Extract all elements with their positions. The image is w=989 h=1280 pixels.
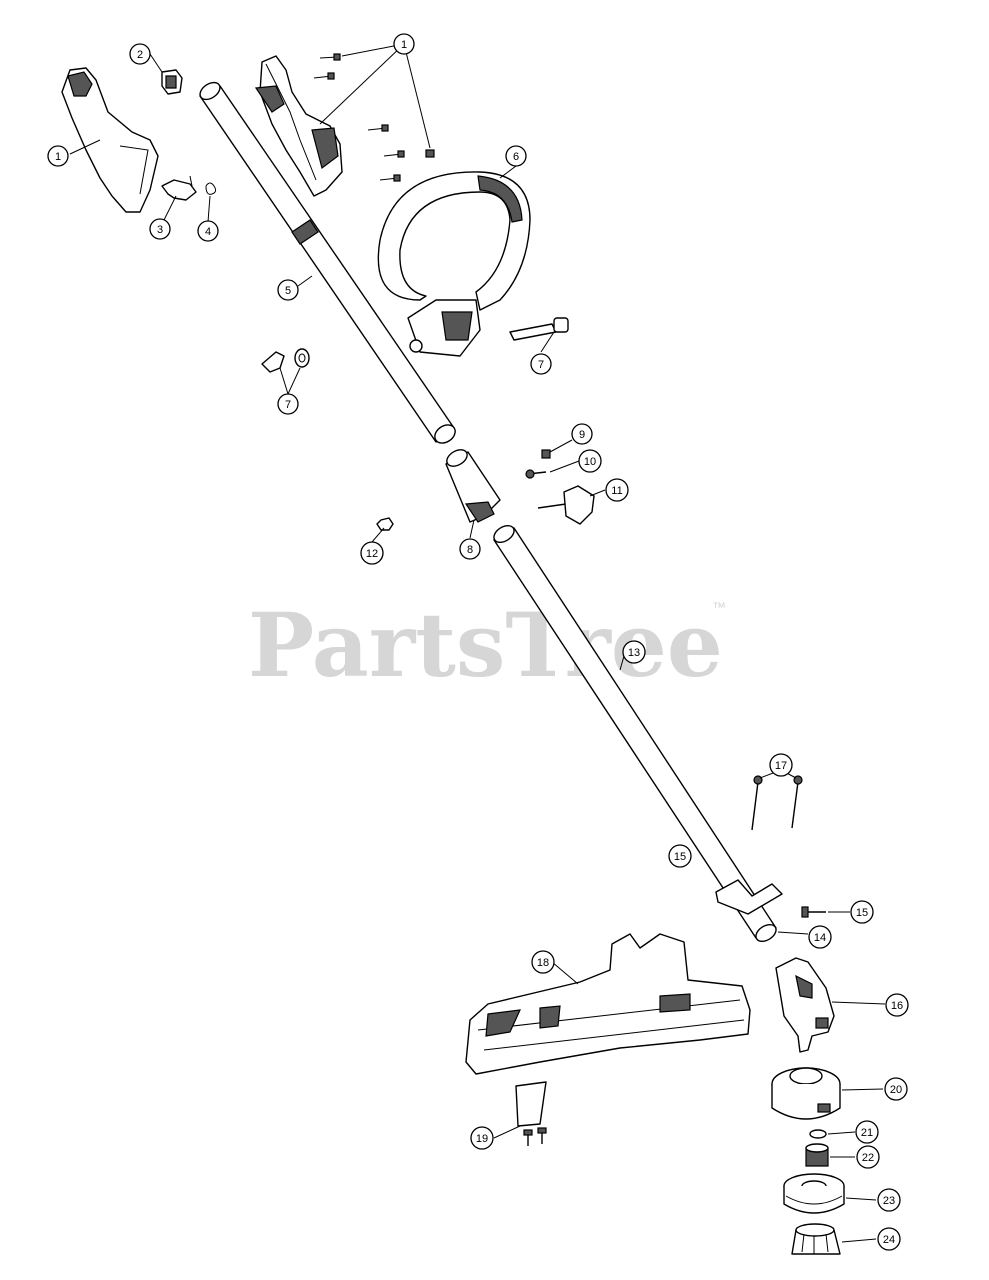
callout-5-label: 5 — [285, 285, 291, 297]
spool-spring — [805, 1143, 829, 1167]
callout-6-label: 6 — [513, 151, 519, 163]
shaft-coupler — [445, 449, 501, 523]
callout-22-label: 22 — [862, 1152, 874, 1164]
lower-shaft — [493, 524, 777, 943]
callout-19: 19 — [470, 1126, 494, 1150]
d-handle — [377, 171, 531, 357]
callout-13: 13 — [622, 640, 646, 664]
callout-4-label: 4 — [205, 226, 211, 238]
watermark-text: PartsTree — [248, 593, 723, 697]
screw-4 — [383, 150, 405, 158]
callout-24-label: 24 — [883, 1234, 895, 1246]
watermark-trademark: ™ — [712, 599, 726, 615]
callout-22: 22 — [856, 1145, 880, 1169]
callout-12: 12 — [360, 541, 384, 565]
switch-block — [161, 69, 183, 95]
callout-15-label: 15 — [674, 851, 686, 863]
line-cutter-blade — [515, 1081, 547, 1146]
spool-housing — [771, 1067, 841, 1120]
callout-17: 17 — [769, 753, 793, 777]
callout-7-label: 7 — [538, 359, 544, 371]
screw-5 — [379, 174, 401, 182]
handle-knob-washer — [261, 348, 310, 373]
callout-1-label: 1 — [401, 39, 407, 51]
callout-23: 23 — [877, 1188, 901, 1212]
callout-20: 20 — [884, 1077, 908, 1101]
callout-7-label: 7 — [285, 399, 291, 411]
callout-23-label: 23 — [883, 1195, 895, 1207]
callout-13-label: 13 — [628, 647, 640, 659]
washer — [809, 1129, 827, 1139]
callout-19-label: 19 — [476, 1133, 488, 1145]
callout-5: 5 — [277, 279, 299, 301]
gear-head — [775, 957, 835, 1053]
callout-12-label: 12 — [366, 548, 378, 560]
coupler-nut — [541, 449, 551, 459]
callout-3-label: 3 — [157, 224, 163, 236]
callout-6: 6 — [505, 145, 527, 167]
spool-cap — [791, 1223, 841, 1255]
shaft-clamp — [715, 879, 783, 915]
guard-screws — [751, 775, 803, 831]
callout-7: 7 — [277, 393, 299, 415]
callout-2-label: 2 — [137, 49, 143, 61]
callout-7: 7 — [530, 353, 552, 375]
callout-9-label: 9 — [579, 429, 585, 441]
callout-9: 9 — [571, 423, 593, 445]
coupler-screw — [525, 469, 547, 479]
callout-11: 11 — [605, 478, 629, 502]
callout-16-label: 16 — [891, 1000, 903, 1012]
spring — [205, 182, 217, 195]
handle-screws — [313, 53, 435, 182]
line-spool — [783, 1173, 845, 1214]
callout-14: 14 — [808, 925, 832, 949]
callout-11-label: 11 — [611, 485, 622, 497]
callout-21: 21 — [855, 1120, 879, 1144]
callout-24: 24 — [877, 1227, 901, 1251]
callout-1: 1 — [393, 33, 415, 55]
callout-3: 3 — [149, 218, 171, 240]
screw-3 — [367, 124, 389, 132]
upper-shaft — [199, 81, 456, 444]
callout-20-label: 20 — [890, 1084, 902, 1096]
callout-21-label: 21 — [861, 1127, 873, 1139]
clamp-screw — [801, 906, 826, 918]
callout-14-label: 14 — [814, 932, 826, 944]
callout-15: 15 — [668, 844, 692, 868]
coupler-knob — [537, 485, 595, 525]
callout-8: 8 — [459, 538, 481, 560]
handle-bolt — [509, 317, 569, 341]
screw-6 — [425, 149, 435, 158]
callout-15: 15 — [850, 900, 874, 924]
screw-2 — [313, 72, 335, 80]
callout-18: 18 — [531, 950, 555, 974]
grass-guard — [465, 933, 751, 1075]
trigger — [161, 175, 197, 201]
callout-10: 10 — [578, 449, 602, 473]
callout-10-label: 10 — [584, 456, 596, 468]
callout-2: 2 — [129, 43, 151, 65]
watermark: PartsTree ™ — [248, 593, 726, 697]
callout-4: 4 — [197, 220, 219, 242]
callout-1-label: 1 — [55, 151, 61, 163]
handle-housing-right — [254, 55, 343, 197]
screw-1 — [319, 53, 341, 61]
callout-1: 1 — [47, 145, 69, 167]
hex-nut — [376, 517, 394, 531]
handle-housing-left — [61, 67, 159, 213]
callout-16: 16 — [885, 993, 909, 1017]
callout-17-label: 17 — [775, 760, 787, 772]
callout-8-label: 8 — [467, 544, 473, 556]
callout-18-label: 18 — [537, 957, 549, 969]
callout-15-label: 15 — [856, 907, 868, 919]
